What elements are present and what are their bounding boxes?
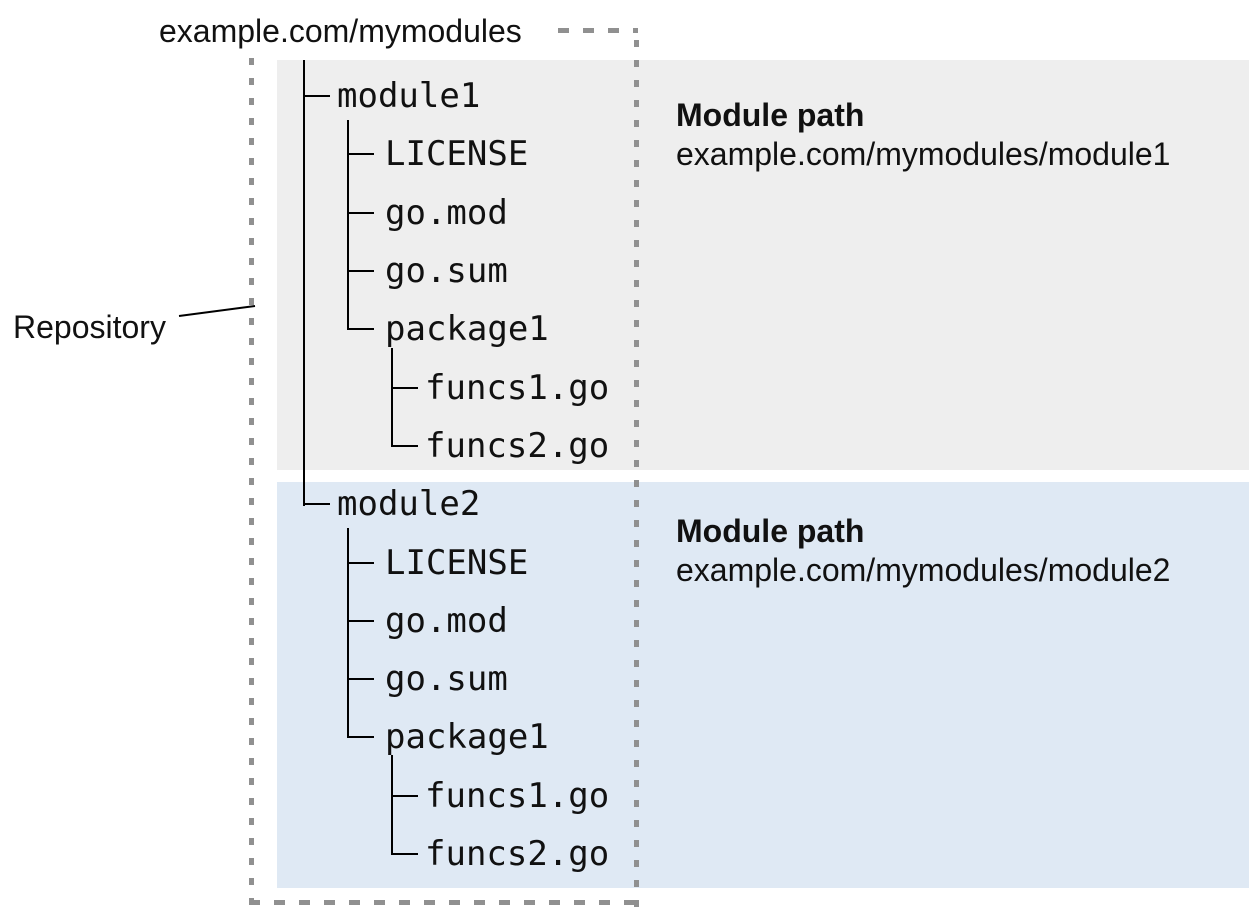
repository-border-left (249, 58, 254, 910)
module-path-value: example.com/mymodules/module1 (676, 136, 1171, 172)
tree-item-file: go.mod (385, 601, 508, 641)
tree-item-module: module1 (337, 76, 481, 116)
tree-item-file: go.sum (385, 659, 508, 699)
tree-item-file: funcs1.go (425, 776, 610, 816)
tree-branch-lines (303, 60, 418, 855)
tree-item-package: package1 (385, 717, 549, 757)
tree-item-file: LICENSE (385, 543, 529, 583)
module1-path-block: Module path example.com/mymodules/module… (676, 96, 1170, 174)
repository-border-bottom (249, 900, 641, 905)
repository-root-label-connector (558, 28, 638, 33)
tree-item-file: go.mod (385, 193, 508, 233)
module-path-heading: Module path (676, 513, 865, 549)
repository-leader-line (178, 305, 256, 317)
repository-label: Repository (13, 309, 166, 345)
tree-item-file: funcs2.go (425, 426, 610, 466)
tree-item-file: LICENSE (385, 134, 529, 174)
repository-border-right (634, 40, 639, 910)
tree-item-file: funcs1.go (425, 368, 610, 408)
tree-item-module: module2 (337, 484, 481, 524)
module2-highlight-box (277, 482, 1249, 888)
module2-path-block: Module path example.com/mymodules/module… (676, 512, 1170, 590)
module-path-value: example.com/mymodules/module2 (676, 552, 1171, 588)
tree-item-file: go.sum (385, 251, 508, 291)
tree-item-package: package1 (385, 309, 549, 349)
repository-root-label: example.com/mymodules (159, 13, 522, 49)
module1-highlight-box (277, 60, 1249, 470)
module-path-heading: Module path (676, 97, 865, 133)
tree-item-file: funcs2.go (425, 834, 610, 874)
